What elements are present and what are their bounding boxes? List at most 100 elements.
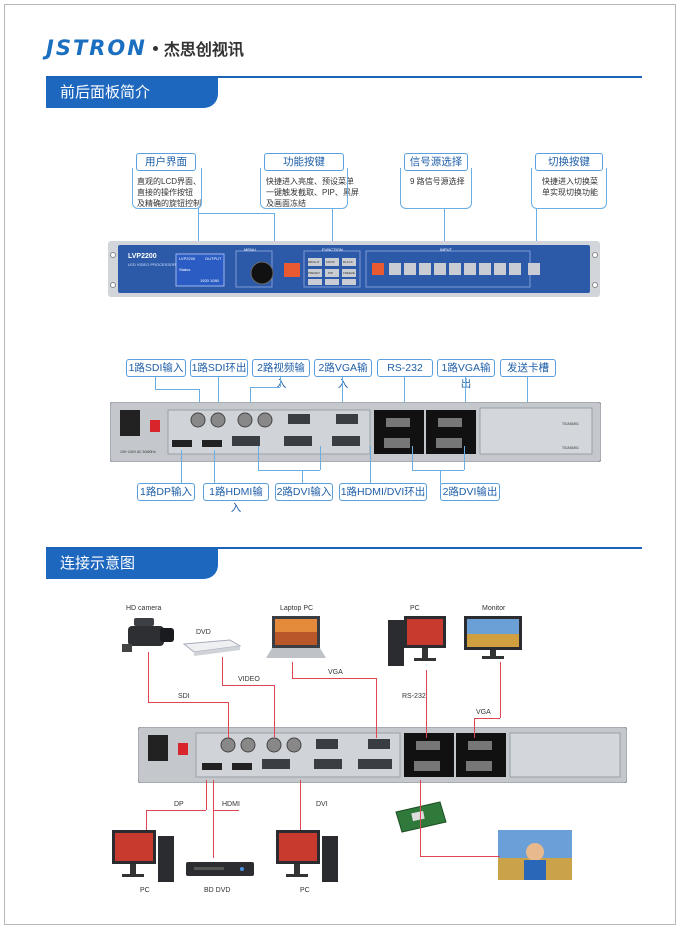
signal-label-video: VIDEO [238,676,260,683]
leader-line [412,470,464,471]
device-label-pc-mid: PC [300,887,310,894]
leader-line [342,377,343,411]
leader-line [250,387,280,388]
label-rs232: RS-232 [377,359,433,377]
device-label-camera: HD camera [126,605,162,612]
led-screen-image [498,830,572,880]
cable-sdi [148,702,228,703]
callout-src-desc: 9 路信号源选择 [410,177,465,186]
label-dp-in: 1路DP输入 [137,483,195,501]
section-line-connect [46,547,642,549]
cable-rs232 [426,670,427,738]
cable-sdi [228,702,229,738]
fn-key-label: PRESET [308,271,321,275]
label-dvi-out: 2路DVI输出 [440,483,500,501]
cable-hdmi [213,780,214,810]
device-label-pc-top: PC [410,605,420,612]
label-vga-in: 2路VGA输入 [314,359,372,390]
cable-hdmi [213,810,214,858]
label-sdi-loop: 1路SDI环出 [190,359,248,377]
rear-panel-drawing [137,726,628,784]
section-line-front [46,76,642,78]
leader-line [444,208,445,244]
logo-cn: 杰思创视讯 [163,42,244,59]
cable-vga-out [474,718,500,719]
leader-line [198,208,199,248]
panel-model: LVP2200 [128,253,157,260]
cable-dvi-out [420,780,421,856]
group-label-input: INPUT [440,247,452,252]
callout-bracket [531,168,607,209]
label-hdmi-in: 1路HDMI输入 [203,483,269,514]
cable-dp [146,810,147,830]
signal-label-vga-in: VGA [328,669,343,676]
device-label-bd: BD DVD [204,887,231,894]
leader-line [198,213,274,214]
lcd-line: LVP2200 [179,256,196,261]
callout-switch-keys: 切换按键 [535,153,603,171]
rear-panel: 100~240V AC 50/60Hz TS/ASM01 TS/ASM01 [109,401,602,463]
callout-fn-desc: 快捷进入亮度、预设菜单一键触发截取、PIP、黑屏及画面冻结 [266,177,359,208]
callout-bracket [132,168,202,209]
device-label-pc-left: PC [140,887,150,894]
leader-line [536,208,537,254]
label-hdmi-dvi-loop: 1路HDMI/DVI环出 [339,483,427,501]
signal-label-dvi: DVI [316,801,328,808]
fn-key-label: BLACK [343,260,353,264]
hd-camera-icon [122,618,174,652]
monitor-icon [464,616,522,659]
signal-label-hdmi: HDMI [222,801,240,808]
sending-card-icon [395,801,447,833]
callout-bracket [400,168,472,209]
leader-line [320,446,321,470]
bd-dvd-icon [186,862,254,876]
lcd-line: Status [179,267,191,272]
cable-vga-in [376,678,377,738]
fn-key-label: BRIGHT [308,260,320,264]
leader-line [527,377,528,411]
rear-panel-diagram [137,726,628,784]
front-panel: LVP2200 LED VIDEO PROCESSOR LVP2200 OUTP… [108,241,600,297]
dvd-player-icon [182,639,242,656]
cable-video [222,657,223,685]
device-label-monitor: Monitor [482,605,506,612]
signal-label-vga-out: VGA [476,709,491,716]
callout-source-select: 信号源选择 [404,153,468,171]
leader-line [214,450,215,484]
cable-sdi [148,652,149,702]
label-video-in: 2路视频输入 [252,359,310,390]
brand-logo: JSTRON 杰思创视讯 [46,36,244,60]
rear-panel-drawing [109,401,602,463]
signal-label-sdi: SDI [178,693,190,700]
card-slot-text: TS/ASM01 [562,422,579,426]
leader-line [370,446,371,484]
logo-text: JSTRON [46,36,147,60]
cable-dp [206,780,207,810]
group-label-menu: MENU [244,247,256,252]
cable-vga-in [292,662,293,678]
fn-key-label: PIP [328,271,333,275]
label-sdi-in: 1路SDI输入 [126,359,186,377]
fn-key-label: FREEZE [343,271,355,275]
leader-line [250,387,251,409]
leader-line [332,208,333,244]
leader-line [199,389,200,409]
pc-icon [276,830,338,882]
front-panel-drawing [108,241,600,297]
leader-line [181,450,182,484]
cable-dvi [300,780,301,830]
section-title-front: 前后面板简介 [46,78,218,108]
cable-vga-out [500,662,501,718]
cable-dp [146,810,206,811]
pc-icon [112,830,174,882]
leader-line [155,389,199,390]
leader-line [280,377,281,387]
signal-label-dp: DP [174,801,184,808]
leader-line [218,377,219,409]
page-frame [4,4,676,925]
section-title-connect: 连接示意图 [46,549,218,579]
cable-hdmi [213,810,239,811]
logo-dot [152,45,158,51]
card-slot-text: TS/ASM01 [562,446,579,450]
power-spec: 100~240V AC 50/60Hz [120,450,156,454]
